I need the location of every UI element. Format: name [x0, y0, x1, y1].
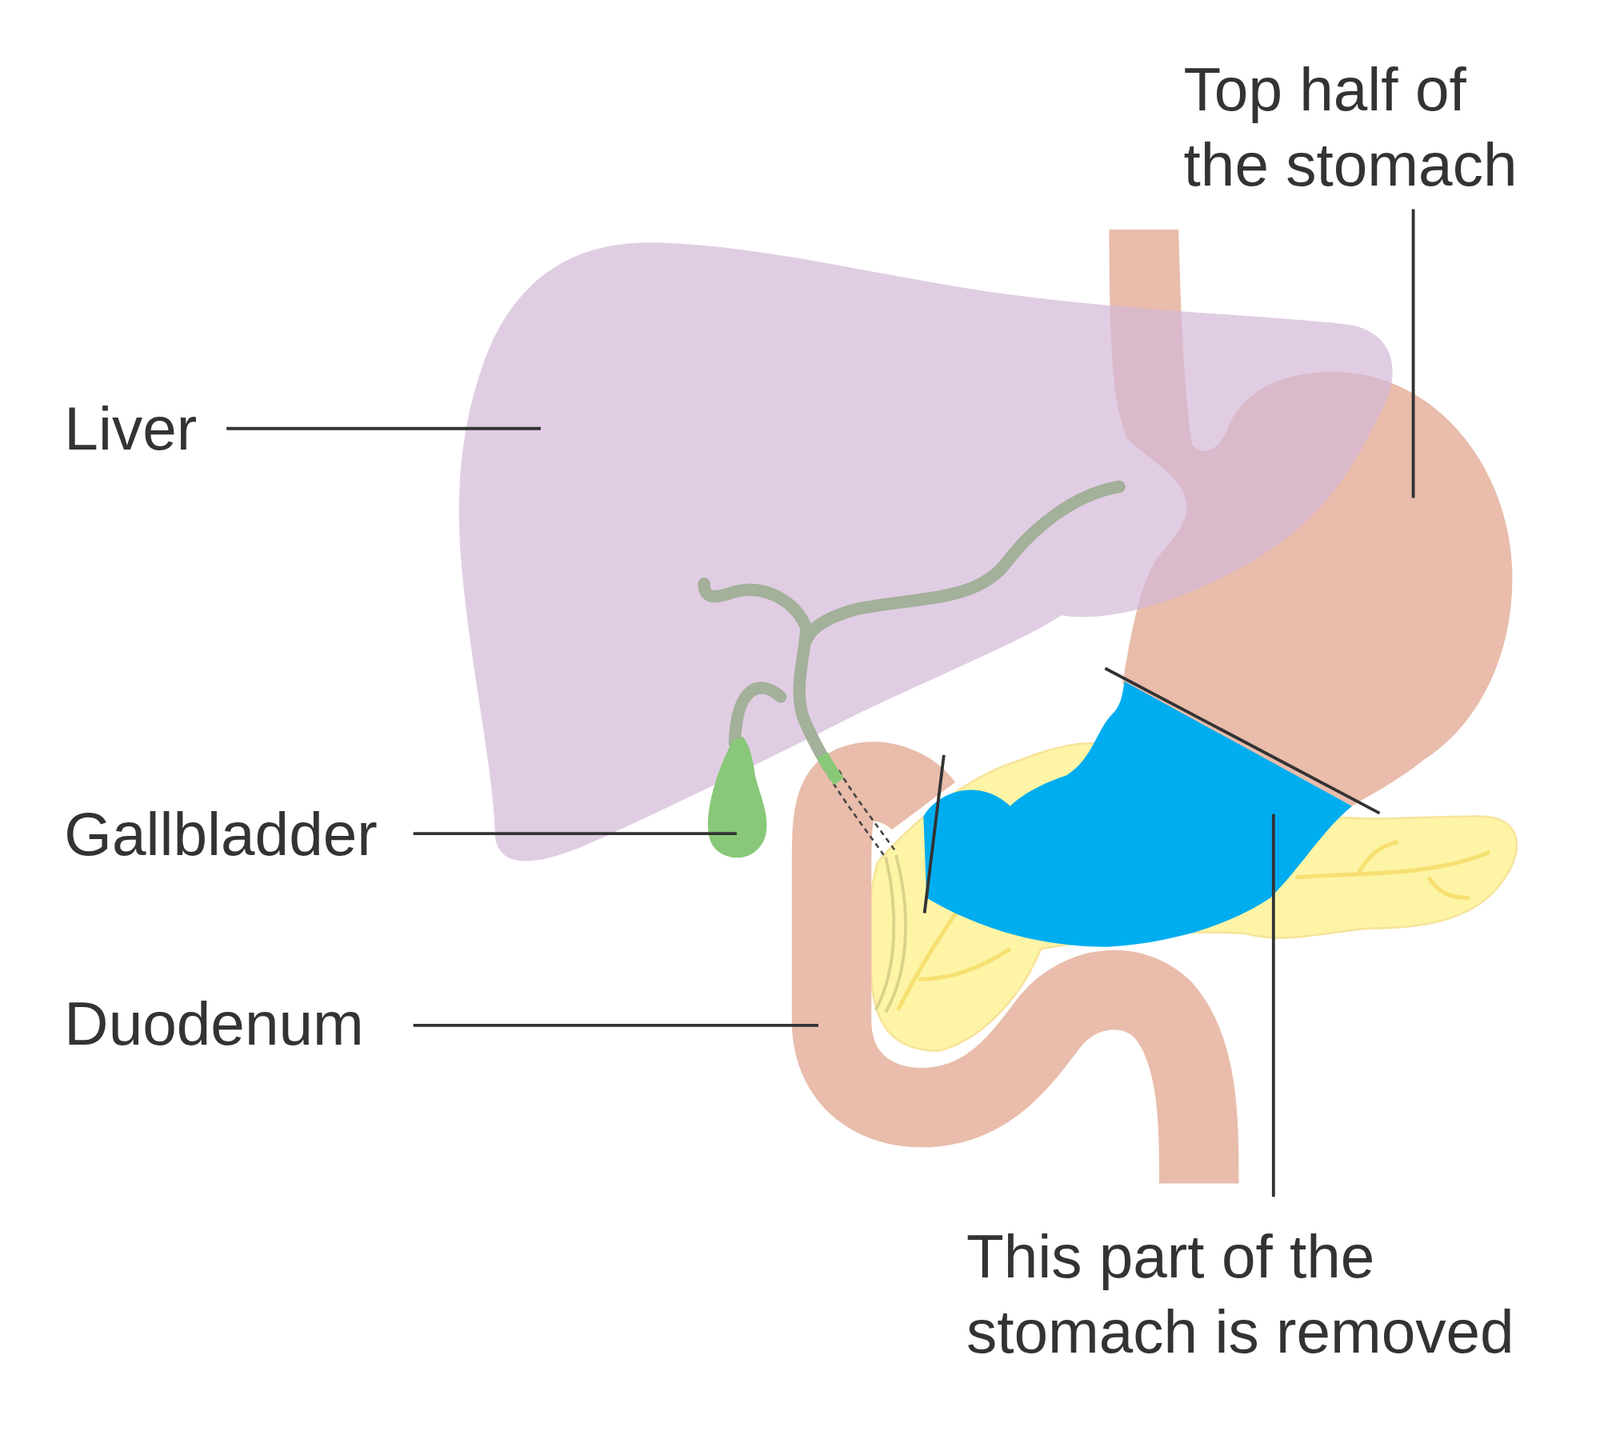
organ-label: Duodenum	[64, 986, 364, 1062]
bile-duct-end	[822, 755, 839, 782]
leader-line	[413, 832, 737, 836]
leader-line	[1272, 814, 1276, 1197]
pancreatic-duct	[875, 855, 906, 1012]
leader-line	[1412, 208, 1416, 498]
cut-line	[1104, 668, 1380, 813]
organ-label: Gallbladder	[64, 796, 377, 872]
gallbladder	[708, 736, 768, 858]
organ-label: Top half of the stomach	[1184, 52, 1562, 204]
cut-line	[924, 755, 944, 914]
organ-label: This part of the stomach is removed	[966, 1219, 1538, 1371]
liver	[459, 242, 1393, 861]
stomach-removed	[923, 681, 1352, 948]
bile-duct-dashed	[828, 770, 896, 856]
leader-line	[226, 427, 541, 431]
bile-duct	[704, 486, 1120, 768]
organ-label: Liver	[64, 392, 197, 468]
leader-line	[413, 1024, 819, 1028]
